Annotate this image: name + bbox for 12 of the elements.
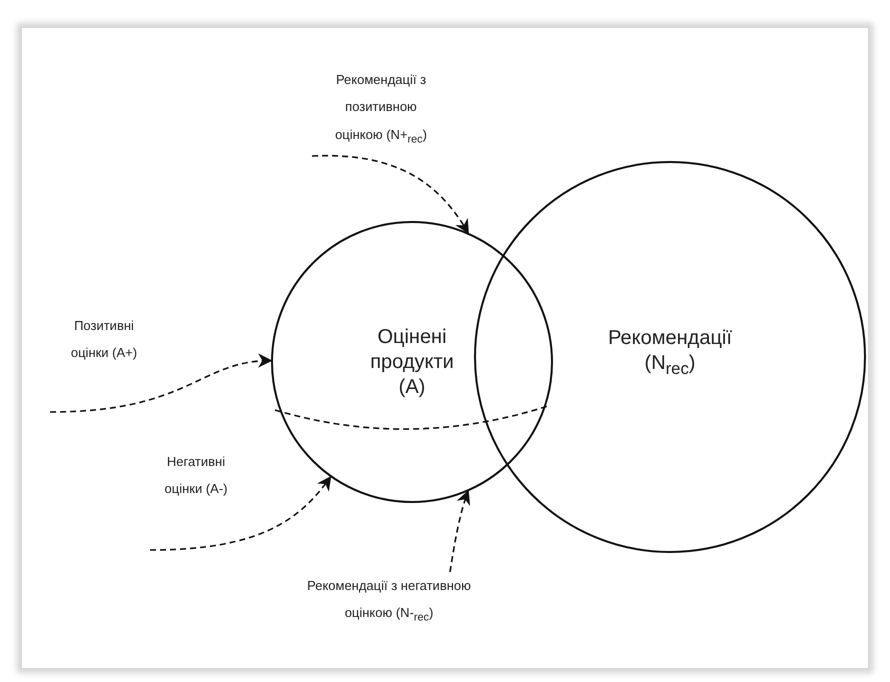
set-circle (271, 221, 553, 503)
set-circle (474, 161, 866, 553)
dashed-arrow (312, 154, 469, 234)
circle-label: Оцінені продукти (A) (369, 325, 455, 400)
dashed-arrow (50, 354, 272, 413)
dashed-arrow (150, 476, 332, 551)
dashed-arrow (449, 490, 470, 572)
circle-label: Рекомендації (N$_{rec}$) (607, 326, 733, 380)
annotation-text: Негативні оцінки (A-) (158, 448, 234, 503)
annotation-text: Рекомендації з негативною оцінкою (N-$_{rec}$) (305, 572, 473, 630)
annotation-text: Рекомендації з позитивною оцінкою (N+$_{rec}$) (325, 66, 437, 151)
annotation-text: Позитивні оцінки (A+) (66, 312, 142, 367)
